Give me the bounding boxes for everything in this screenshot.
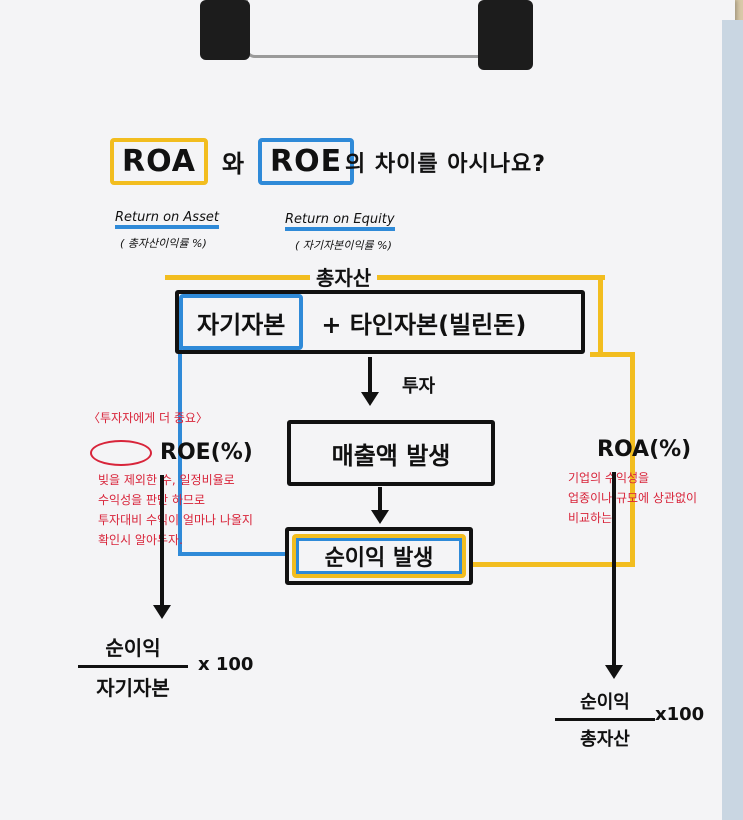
- debt-label: + 타인자본(빌린돈): [321, 310, 527, 339]
- title-roa: ROA: [110, 138, 209, 185]
- roe-multiplier: x 100: [198, 654, 254, 675]
- total-assets-label: 총자산: [310, 262, 378, 291]
- arrow-down-icon: [605, 665, 623, 679]
- roe-formula: 순이익 자기자본: [78, 632, 188, 701]
- title-rest: 의 차이를 아시나요?: [345, 152, 547, 177]
- arrow-down-icon: [153, 605, 171, 619]
- clip-wire: [245, 0, 495, 58]
- clipboard-edge: [722, 20, 743, 820]
- title-conj: 와: [222, 150, 246, 178]
- roa-denominator: 총자산: [580, 729, 630, 750]
- crossed-word-circle: [90, 440, 152, 466]
- equity-box: 자기자본: [179, 294, 304, 350]
- roe-english: Return on Equity: [285, 212, 395, 231]
- arrow-down-icon: [371, 510, 389, 524]
- capital-box: 자기자본 + 타인자본(빌린돈): [175, 290, 585, 354]
- roe-note-line: 투자대비 수익이 얼마나 나올지: [98, 513, 253, 527]
- net-income-label: 순이익 발생: [292, 534, 466, 578]
- roa-english: Return on Asset: [115, 210, 219, 229]
- roe-label: ROE(%): [160, 440, 253, 465]
- clip-left: [200, 0, 250, 60]
- roe-note-line: 빚을 제외한 수, 일정비율로: [98, 473, 235, 487]
- roe-korean: ( 자기자본이익률 %): [295, 239, 392, 252]
- roa-numerator: 순이익: [555, 688, 655, 721]
- title-roe: ROE: [258, 138, 355, 185]
- roa-korean: ( 총자산이익률 %): [120, 237, 207, 250]
- roa-note-line: 기업의 수익성을: [568, 471, 650, 485]
- roa-note-line: 업종이나 규모에 상관없이: [568, 491, 698, 505]
- roe-denominator: 자기자본: [96, 676, 170, 700]
- roa-label: ROA(%): [597, 437, 692, 462]
- roe-note-line: 확인시 알아두자.: [98, 533, 183, 547]
- roe-note-top: 〈투자자에게 더 중요〉: [88, 411, 208, 425]
- net-income-box: 순이익 발생: [285, 527, 473, 585]
- roe-note-line: 수익성을 판단 하므로: [98, 493, 205, 507]
- roa-note-line: 비교하는: [568, 511, 613, 525]
- roa-multiplier: x100: [655, 704, 705, 725]
- clip-right: [478, 0, 533, 70]
- revenue-box: 매출액 발생: [287, 420, 495, 486]
- roe-note: 빚을 제외한 수, 일정비율로 수익성을 판단 하므로 투자대비 수익이 얼마나…: [98, 470, 253, 550]
- invest-label: 투자: [402, 376, 436, 397]
- roa-formula: 순이익 총자산: [555, 688, 655, 751]
- roa-note: 기업의 수익성을 업종이나 규모에 상관없이 비교하는: [568, 468, 697, 528]
- arrow-down-icon: [361, 392, 379, 406]
- roe-numerator: 순이익: [78, 632, 188, 668]
